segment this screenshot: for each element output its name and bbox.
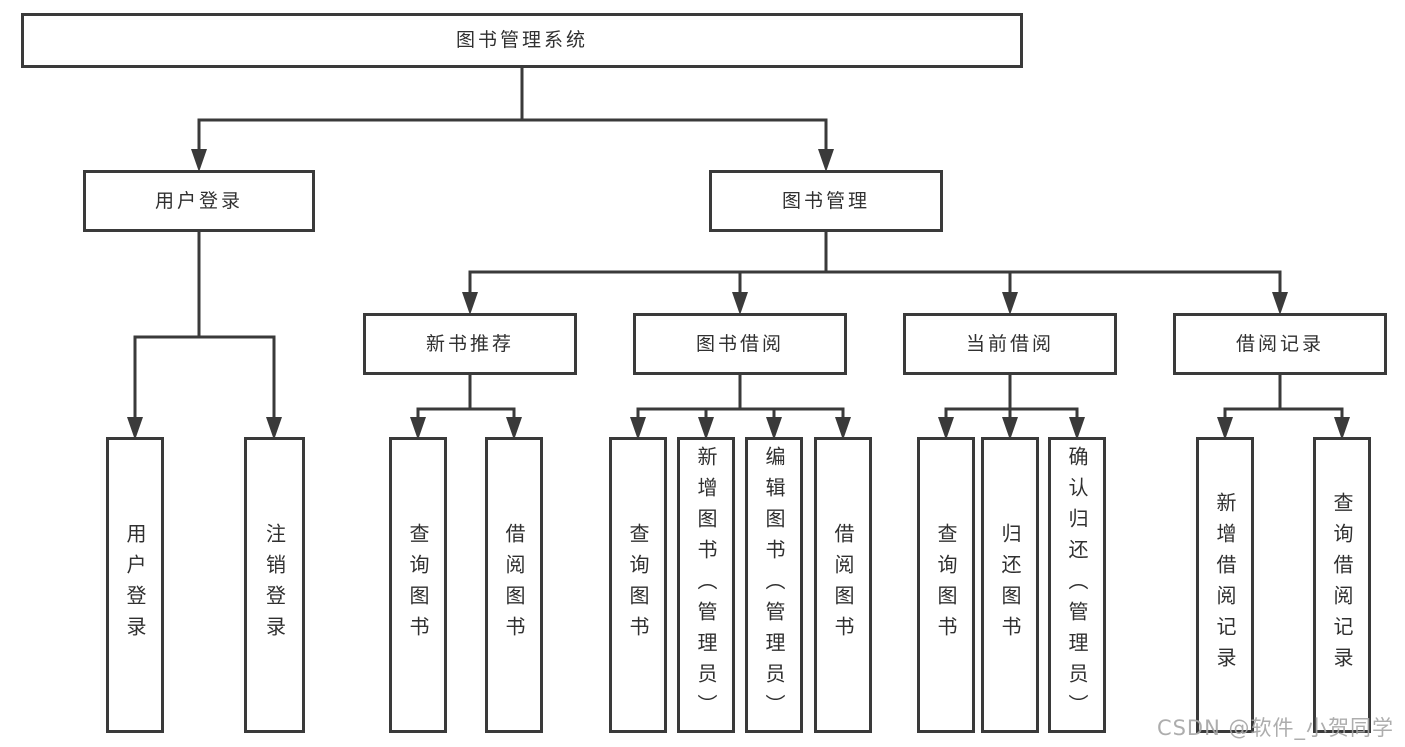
leaf-confirm-return-admin: 确认归还（管理员） xyxy=(1048,437,1106,733)
leaf-borrow-books: 借阅图书 xyxy=(814,437,872,733)
node-borrowing-records: 借阅记录 xyxy=(1173,313,1387,375)
node-user-login: 用户登录 xyxy=(83,170,315,232)
csdn-watermark: CSDN @软件_小贺同学 xyxy=(1156,716,1394,740)
leaf-user-login: 用户登录 xyxy=(106,437,164,733)
leaf-add-books-admin-label: 新增图书（管理员） xyxy=(694,445,718,725)
leaf-add-books-admin: 新增图书（管理员） xyxy=(677,437,735,733)
leaf-query-borrow-record: 查询借阅记录 xyxy=(1313,437,1371,733)
leaf-user-login-label: 用户登录 xyxy=(123,523,147,647)
leaf-add-borrow-record-label: 新增借阅记录 xyxy=(1213,492,1237,678)
node-new-book-recommend-label: 新书推荐 xyxy=(425,332,514,355)
leaf-return-books-label: 归还图书 xyxy=(998,523,1022,647)
node-book-management-label: 图书管理 xyxy=(781,189,870,212)
node-book-borrowing: 图书借阅 xyxy=(633,313,847,375)
node-root-label: 图书管理系统 xyxy=(455,29,588,51)
leaf-borrow-books-label: 借阅图书 xyxy=(831,523,855,647)
node-new-book-recommend: 新书推荐 xyxy=(363,313,577,375)
node-user-login-label: 用户登录 xyxy=(154,189,243,212)
leaf-logout-label: 注销登录 xyxy=(262,523,287,647)
leaf-recommend-query-books: 查询图书 xyxy=(389,437,447,733)
node-book-borrowing-label: 图书借阅 xyxy=(695,332,784,355)
leaf-current-query-books: 查询图书 xyxy=(917,437,975,733)
node-borrowing-records-label: 借阅记录 xyxy=(1235,332,1324,355)
leaf-logout: 注销登录 xyxy=(244,437,305,733)
leaf-confirm-return-admin-label: 确认归还（管理员） xyxy=(1065,445,1089,725)
node-book-management: 图书管理 xyxy=(709,170,943,232)
node-root: 图书管理系统 xyxy=(21,13,1023,68)
node-current-borrowing-label: 当前借阅 xyxy=(965,332,1054,355)
leaf-current-query-books-label: 查询图书 xyxy=(934,523,958,647)
leaf-edit-books-admin-label: 编辑图书（管理员） xyxy=(762,445,786,725)
leaf-recommend-query-books-label: 查询图书 xyxy=(406,523,430,647)
leaf-recommend-borrow-books-label: 借阅图书 xyxy=(502,523,526,647)
leaf-borrow-query-books-label: 查询图书 xyxy=(626,523,650,647)
leaf-recommend-borrow-books: 借阅图书 xyxy=(485,437,543,733)
leaf-return-books: 归还图书 xyxy=(981,437,1039,733)
leaf-query-borrow-record-label: 查询借阅记录 xyxy=(1330,492,1354,678)
node-current-borrowing: 当前借阅 xyxy=(903,313,1117,375)
leaf-borrow-query-books: 查询图书 xyxy=(609,437,667,733)
leaf-edit-books-admin: 编辑图书（管理员） xyxy=(745,437,803,733)
leaf-add-borrow-record: 新增借阅记录 xyxy=(1196,437,1254,733)
